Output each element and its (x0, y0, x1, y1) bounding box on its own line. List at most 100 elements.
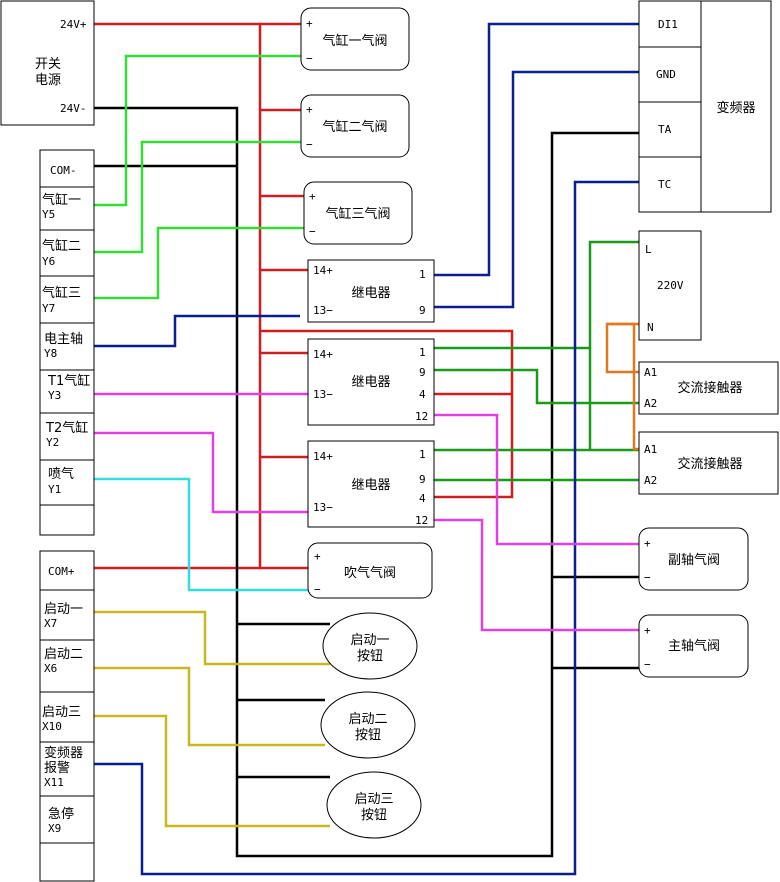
relay-2-pin-a: 14+ (313, 348, 333, 361)
plc-out-1-addr: Y5 (42, 208, 55, 221)
plc-in-3-addr: X10 (42, 720, 62, 733)
vfd-label: 变频器 (716, 100, 755, 116)
plc-in-5-addr: X9 (48, 822, 61, 835)
plc-out-2-addr: Y6 (42, 255, 55, 268)
relay-2-pin-b: 13− (313, 388, 333, 401)
mains-pin-n: N (647, 321, 654, 334)
start-button-2: 启动二 按钮 (320, 691, 416, 759)
mains-pin-l: L (645, 243, 652, 256)
valve-cylinder-3: + − 气缸三气阀 (303, 181, 413, 245)
valve-cylinder-1: + − 气缸一气阀 (300, 7, 410, 71)
plc-out-5-addr: Y3 (48, 389, 61, 402)
plc-in-1-label: 启动一 (44, 602, 83, 617)
plc-input-block: COM+ 启动一 X7 启动二 X6 启动三 X10 变频器 报警 X11 急停… (39, 550, 95, 882)
magenta-wires (94, 392, 640, 632)
valve-main-label: 主轴气阀 (668, 638, 720, 654)
plc-out-7-addr: Y1 (48, 483, 61, 496)
plc-in-4-label: 变频器 (44, 745, 83, 761)
plc-in-com: COM+ (48, 565, 75, 578)
relay-2-pin-12: 12 (415, 410, 428, 423)
vfd-pin-gnd: GND (656, 68, 676, 81)
relay-1-label: 继电器 (351, 286, 390, 301)
plc-in-2-addr: X6 (44, 662, 57, 675)
valve-aux-spindle: + − 副轴气阀 (638, 527, 749, 591)
contactor-1-pin-a1: A1 (644, 366, 657, 379)
valve-aux-plus: + (644, 537, 651, 550)
relay-3-pin-4: 4 (419, 492, 426, 505)
relay-2-label: 继电器 (351, 375, 390, 390)
contactor-2: A1 A2 交流接触器 (638, 431, 779, 495)
cyan-wires (94, 477, 312, 592)
vfd-pin-ta: TA (658, 123, 672, 136)
wires (68, 22, 640, 876)
start-button-2-line2: 按钮 (355, 728, 381, 743)
mains-voltage: 220V (657, 279, 684, 292)
valve-main-plus: + (644, 624, 651, 637)
plc-output-block: COM- 气缸一 Y5 气缸二 Y6 气缸三 Y7 电主轴 Y8 T1气缸 Y3… (39, 149, 95, 536)
relay-1-pin-9: 9 (419, 304, 426, 317)
relay-3-pin-1: 1 (419, 448, 426, 461)
power-supply-label-2: 电源 (35, 73, 61, 88)
valve-main-spindle: + − 主轴气阀 (638, 614, 749, 678)
valve-2-minus: − (306, 138, 313, 151)
relay-3-pin-b: 13− (313, 501, 333, 514)
valve-blow-minus: − (314, 583, 321, 596)
plc-in-4-addr: X11 (44, 776, 64, 789)
valve-aux-label: 副轴气阀 (668, 552, 720, 568)
plc-in-2-label: 启动二 (44, 647, 83, 662)
plc-in-5-label: 急停 (48, 806, 74, 822)
relay-3-pin-12: 12 (415, 514, 428, 527)
relay-1-pin-1: 1 (419, 268, 426, 281)
contactor-1-pin-a2: A2 (644, 397, 657, 410)
plc-in-3-label: 启动三 (42, 705, 81, 720)
start-button-2-line1: 启动二 (348, 712, 387, 727)
relay-3-pin-9: 9 (419, 473, 426, 486)
valve-1-plus: + (306, 17, 313, 30)
green-wires (94, 54, 308, 300)
valve-2-plus: + (306, 103, 313, 116)
plc-out-6-addr: Y2 (46, 436, 59, 449)
relay-2-pin-4: 4 (419, 388, 426, 401)
contactor-2-pin-a1: A1 (644, 443, 657, 456)
relay-2: 14+ 13− 继电器 1 9 4 12 (307, 338, 435, 426)
start-button-1: 启动一 按钮 (322, 612, 418, 680)
relay-1-pin-b: 13− (313, 304, 333, 317)
vfd-pin-tc: TC (658, 178, 671, 191)
orange-wires (605, 322, 640, 451)
contactor-1: A1 A2 交流接触器 (638, 361, 779, 415)
plc-in-4-label-2: 报警 (44, 760, 70, 776)
red-wires (94, 22, 514, 570)
start-button-3-line2: 按钮 (361, 808, 387, 823)
mains-220v: L 220V N (638, 230, 702, 341)
contactor-2-label: 交流接触器 (677, 456, 742, 472)
plc-out-1-label: 气缸一 (42, 192, 81, 208)
plc-out-3-addr: Y7 (42, 302, 55, 315)
contactor-1-label: 交流接触器 (677, 380, 742, 396)
relay-2-pin-9: 9 (419, 366, 426, 379)
relay-3-label: 继电器 (351, 478, 390, 493)
power-supply: 开关 电源 24V+ 24V- (0, 0, 95, 126)
relay-3-pin-a: 14+ (313, 450, 333, 463)
vfd-pin-di1: DI1 (658, 18, 678, 31)
valve-3-minus: − (309, 225, 316, 238)
valve-3-label: 气缸三气阀 (325, 206, 390, 222)
black-wires (68, 106, 640, 858)
start-button-3: 启动三 按钮 (326, 771, 422, 839)
start-button-1-line2: 按钮 (357, 649, 383, 664)
valve-1-minus: − (306, 52, 313, 65)
vfd: DI1 GND TA TC 变频器 (638, 0, 772, 213)
relay-2-pin-1: 1 (419, 346, 426, 359)
plc-out-6-label: T2气缸 (45, 420, 88, 436)
valve-2-label: 气缸二气阀 (322, 119, 387, 135)
relay-3: 14+ 13− 继电器 1 9 4 12 (307, 440, 435, 528)
blue-wires (94, 22, 640, 876)
plc-out-4-addr: Y8 (44, 347, 57, 360)
start-button-1-line1: 启动一 (350, 633, 389, 648)
olive-wires (94, 610, 330, 828)
valve-blow: + − 吹气气阀 (307, 542, 433, 599)
valve-3-plus: + (309, 190, 316, 203)
plc-out-7-label: 喷气 (48, 466, 74, 482)
relay-1-pin-a: 14+ (313, 264, 333, 277)
valve-blow-label: 吹气气阀 (344, 565, 396, 581)
